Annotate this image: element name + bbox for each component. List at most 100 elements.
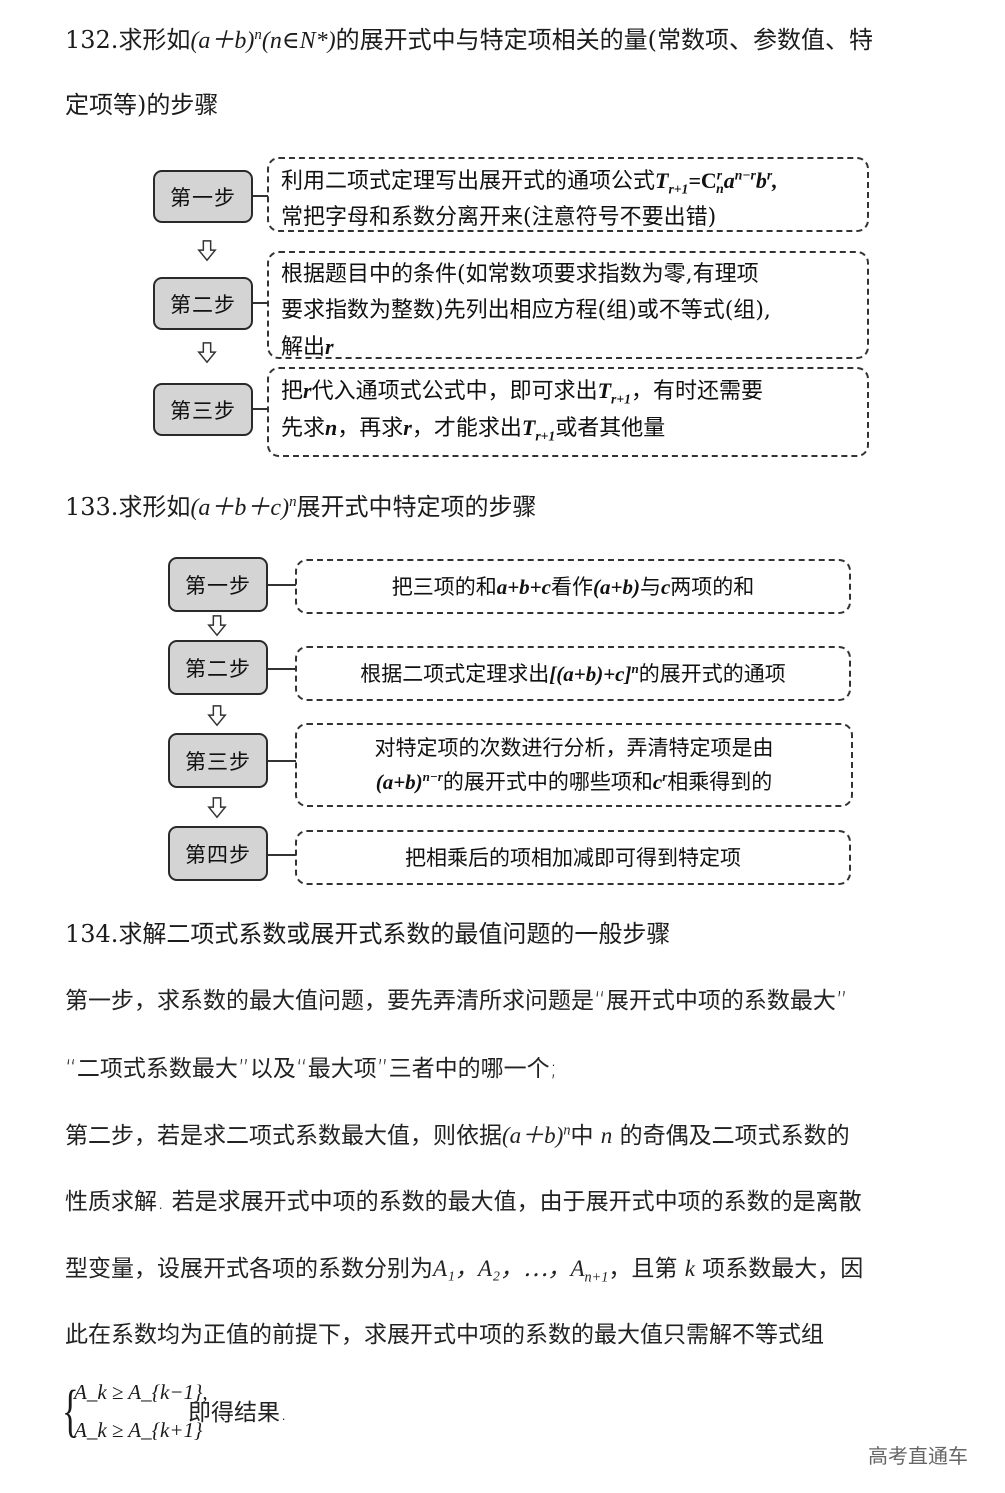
expression: [(a+b)+c] <box>549 661 632 686</box>
step-4-box: 第四步 <box>168 826 268 881</box>
variable-n: n <box>325 415 338 440</box>
step-3-line2: (a+b)n−r的展开式中的哪些项和cr相乘得到的 <box>376 765 773 799</box>
text: ，再求 <box>337 416 404 441</box>
expression: (a＋b) <box>502 1123 564 1148</box>
down-arrow-icon <box>197 240 217 262</box>
step-1-line2: 常把字母和系数分离开来(注意符号不要出错) <box>281 205 717 230</box>
connector-line <box>268 854 296 856</box>
step-3-description: 对特定项的次数进行分析，弄清特定项是由 (a+b)n−r的展开式中的哪些项和cr… <box>295 723 853 807</box>
text: 或者其他量 <box>555 416 666 441</box>
para2-line1: 第二步，若是求二项式系数最大值，则依据(a＋b)n中 n 的奇偶及二项式系数的 <box>65 1121 850 1151</box>
title-expression: (a＋b) <box>190 28 255 54</box>
connector-line <box>268 760 296 762</box>
step-1-line1: 利用二项式定理写出展开式的通项公式Tr+1=Crnan−rbr, <box>281 163 867 200</box>
connector-line <box>268 668 296 670</box>
text: 的展开式的通项 <box>638 661 786 686</box>
step-2-line3: 解出r <box>281 329 867 366</box>
title-condition: (n∈N*) <box>261 28 336 54</box>
step-1-box: 第一步 <box>168 557 268 612</box>
variable-r: r <box>403 415 412 440</box>
step-2-line2: 要求指数为整数)先列出相应方程(组)或不等式(组), <box>281 298 771 323</box>
inequality-1: A_k ≥ A_{k−1}, <box>74 1380 208 1404</box>
text: 把 <box>281 379 304 404</box>
text: ，有时还需要 <box>630 379 763 404</box>
variable-k: k <box>684 1256 695 1281</box>
exponent: n <box>563 1122 571 1139</box>
title-exponent: n <box>289 494 297 510</box>
text: 把三项的和 <box>391 574 497 599</box>
down-arrow-icon <box>207 797 227 819</box>
step-4-description: 把相乘后的项相加减即可得到特定项 <box>295 830 851 885</box>
watermark: 高考直通车 <box>868 1444 968 1468</box>
variable-r: r <box>303 378 312 403</box>
left-brace-icon: { <box>62 1378 79 1443</box>
para1-line1: 第一步，求系数的最大值问题，要先弄清所求问题是“展开式中项的系数最大” <box>65 988 848 1014</box>
title-expression: (a＋b＋c) <box>190 495 290 521</box>
para1-line2: “二项式系数最大”以及“最大项”三者中的哪一个; <box>65 1056 558 1082</box>
text: ，且第 <box>608 1256 678 1282</box>
exponent: n−r <box>422 769 443 784</box>
variable-c: c <box>652 770 663 794</box>
exponent: r <box>662 769 668 784</box>
para2-line2: 性质求解. 若是求展开式中项的系数的最大值，由于展开式中项的系数的是离散 <box>65 1189 862 1215</box>
step-4-text: 把相乘后的项相加减即可得到特定项 <box>405 845 741 870</box>
expression: (a+b) <box>375 770 423 794</box>
title-text: 展开式中特定项的步骤 <box>296 493 537 521</box>
section-132-title-line2: 定项等)的步骤 <box>65 91 219 119</box>
text: 第二步，若是求二项式系数最大值，则依据 <box>65 1123 502 1149</box>
step-2-description: 根据题目中的条件(如常数项要求指数为零,有理项 要求指数为整数)先列出相应方程(… <box>267 251 869 360</box>
step-2-description: 根据二项式定理求出[(a+b)+c]n的展开式的通项 <box>295 646 851 701</box>
text: 与 <box>639 574 661 599</box>
term-T: Tr+1 <box>597 378 631 407</box>
connector-line <box>253 302 268 304</box>
text: 型变量，设展开式各项的系数分别为 <box>65 1256 433 1282</box>
step-3-line2: 先求n，再求r，才能求出Tr+1或者其他量 <box>281 410 867 447</box>
text: 两项的和 <box>670 574 755 599</box>
text: 中 <box>570 1123 594 1149</box>
text: 解出 <box>281 335 326 360</box>
text: 项系数最大，因 <box>702 1256 864 1282</box>
text: 根据二项式定理求出 <box>360 661 550 686</box>
step-3-box: 第三步 <box>153 383 253 436</box>
title-text: 的展开式中与特定项相关的量(常数项、参数值、特 <box>335 26 873 54</box>
step-2-line1: 根据题目中的条件(如常数项要求指数为零,有理项 <box>281 262 759 287</box>
text: 代入通项式公式中，即可求出 <box>311 379 598 404</box>
title-exponent: n <box>254 27 262 43</box>
step-3-line1: 把r代入通项式公式中，即可求出Tr+1，有时还需要 <box>281 373 867 410</box>
title-text: 132.求形如 <box>65 26 191 54</box>
text: 先求 <box>281 416 326 441</box>
exponent: n <box>631 660 639 676</box>
step-2-box: 第二步 <box>168 640 268 695</box>
step-3-description: 把r代入通项式公式中，即可求出Tr+1，有时还需要 先求n，再求r，才能求出Tr… <box>267 367 869 457</box>
connector-line <box>253 408 268 410</box>
title-text: 133.求形如 <box>65 493 191 521</box>
connector-line <box>268 584 296 586</box>
connector-line <box>253 195 268 197</box>
expression: c <box>660 574 671 599</box>
text: 看作 <box>550 574 593 599</box>
term-T: Tr+1 <box>521 415 556 444</box>
variable-n: n <box>600 1123 613 1148</box>
expression: (a+b) <box>592 574 640 599</box>
para2-line4: 此在系数均为正值的前提下，求展开式中项的系数的最大值只需解不等式组 <box>65 1322 824 1348</box>
subscript: n+1 <box>584 1269 609 1286</box>
step-2-text: 根据二项式定理求出[(a+b)+c]n的展开式的通项 <box>360 657 785 691</box>
section-132-title-line1: 132.求形如(a＋b)n(n∈N*)的展开式中与特定项相关的量(常数项、参数值… <box>65 24 873 57</box>
general-term-formula: Tr+1=Crnan−rbr, <box>655 167 778 197</box>
down-arrow-icon <box>207 705 227 727</box>
step-2-box: 第二步 <box>153 277 253 330</box>
text: 的展开式中的哪些项和 <box>442 770 653 794</box>
down-arrow-icon <box>197 342 217 364</box>
step-1-text: 把三项的和a+b+c看作(a+b)与c两项的和 <box>392 570 755 604</box>
conclusion-text: 即得结果. <box>188 1400 288 1426</box>
step-3-line1: 对特定项的次数进行分析，弄清特定项是由 <box>374 736 774 760</box>
para2-line3: 型变量，设展开式各项的系数分别为A₁，A₂，⋯，An+1，且第 k 项系数最大，… <box>65 1254 864 1286</box>
step-1-description: 利用二项式定理写出展开式的通项公式Tr+1=Crnan−rbr, 常把字母和系数… <box>267 157 869 232</box>
coefficient-list: A₁，A₂，⋯，A <box>433 1256 585 1281</box>
variable-r: r <box>325 334 334 359</box>
expression: a+b+c <box>496 574 551 599</box>
step-1-description: 把三项的和a+b+c看作(a+b)与c两项的和 <box>295 559 851 614</box>
text: 相乘得到的 <box>667 770 773 794</box>
down-arrow-icon <box>207 615 227 637</box>
text: 的奇偶及二项式系数的 <box>619 1123 850 1149</box>
